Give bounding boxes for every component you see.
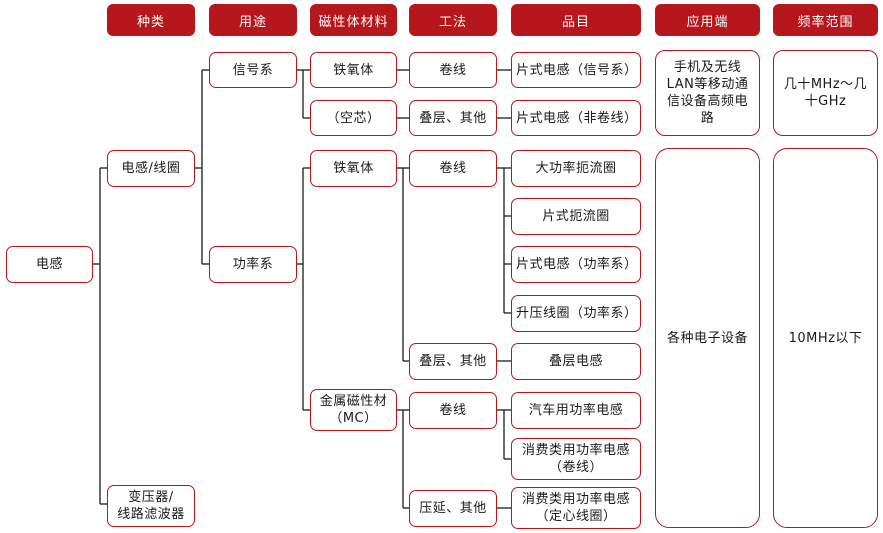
node-winding-ferrite: 卷线 [409, 150, 497, 187]
node-ferrite-power: 铁氧体 [310, 150, 397, 187]
product-consumer-fixed: 消费类用功率电感 （定心线圈） [511, 487, 641, 529]
frequency-high: 几十MHz～几 十GHz [773, 50, 878, 136]
node-inductor-coil: 电感/线圈 [107, 150, 195, 187]
header-product: 品目 [511, 4, 641, 36]
header-application: 应用端 [655, 4, 760, 36]
header-method: 工法 [409, 4, 497, 36]
product-high-power-choke: 大功率扼流圈 [511, 150, 641, 187]
product-chip-choke: 片式扼流圈 [511, 198, 641, 235]
application-all-devices: 各种电子设备 [655, 148, 760, 528]
product-chip-signal: 片式电感（信号系） [511, 52, 641, 88]
node-ferrite-signal: 铁氧体 [310, 52, 397, 88]
node-air-core: （空芯） [310, 100, 397, 136]
node-metal-mc: 金属磁性材 （MC） [310, 389, 397, 431]
node-winding-mc: 卷线 [409, 392, 497, 429]
product-laminated-inductor: 叠层电感 [511, 343, 641, 380]
node-winding-signal: 卷线 [409, 52, 497, 88]
product-chip-power: 片式电感（功率系） [511, 246, 641, 283]
product-auto-power: 汽车用功率电感 [511, 392, 641, 429]
node-inductor: 电感 [6, 246, 93, 283]
node-laminated-signal: 叠层、其他 [409, 100, 497, 136]
product-chip-non-wound: 片式电感（非卷线） [511, 100, 641, 136]
node-power: 功率系 [209, 246, 297, 283]
node-pressed-mc: 压延、其他 [409, 490, 497, 527]
header-material: 磁性体材料 [310, 4, 397, 36]
product-consumer-wound: 消费类用功率电感 （卷线） [511, 438, 641, 480]
node-laminated-ferrite: 叠层、其他 [409, 343, 497, 380]
frequency-low: 10MHz以下 [773, 148, 878, 528]
node-transformer: 变压器/ 线路滤波器 [107, 485, 195, 527]
application-mobile: 手机及无线 LAN等移动通 信设备高频电 路 [655, 50, 760, 136]
header-usage: 用途 [209, 4, 297, 36]
header-frequency: 频率范围 [773, 4, 878, 36]
header-type: 种类 [107, 4, 195, 36]
node-signal: 信号系 [209, 52, 297, 88]
product-boost-coil: 升压线圈（功率系） [511, 295, 641, 332]
